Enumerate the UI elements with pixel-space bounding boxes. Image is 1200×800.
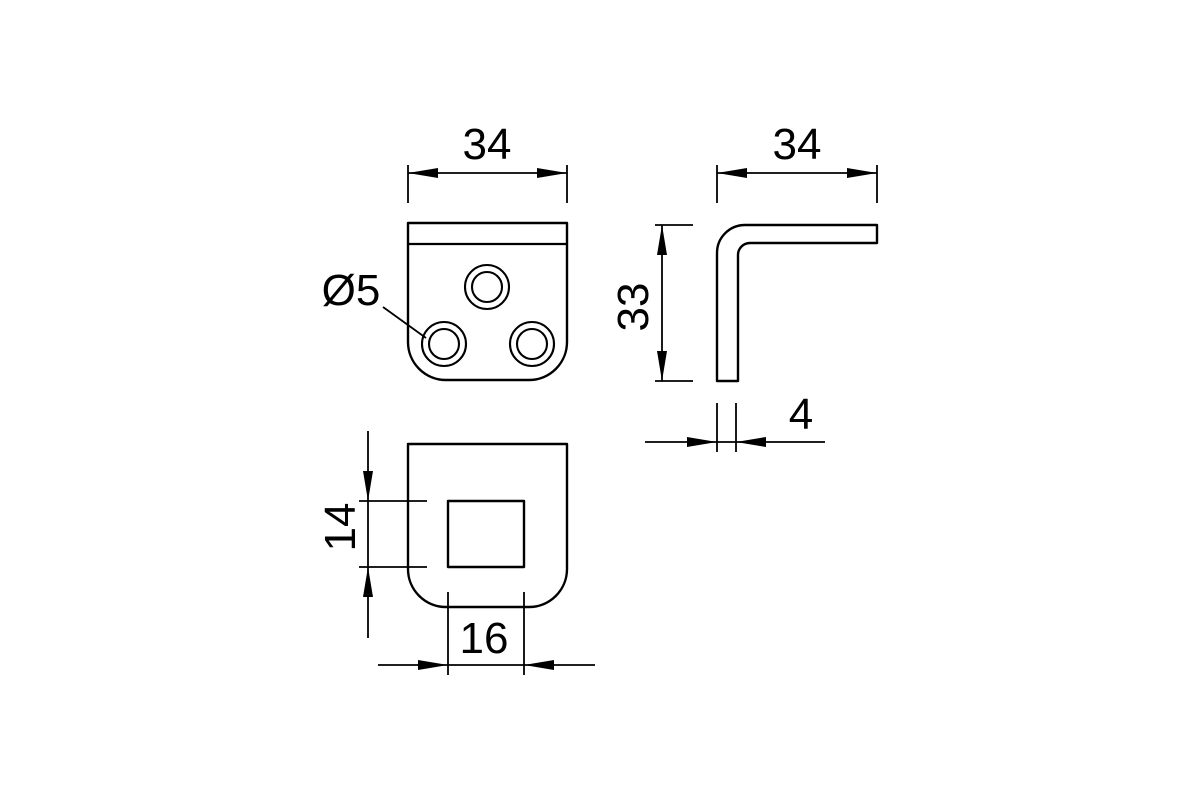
- dimension-value: 4: [789, 390, 813, 439]
- arrowhead-right: [736, 437, 766, 447]
- top-view: 34 Ø5: [322, 120, 569, 382]
- arrowhead-top: [363, 471, 373, 501]
- arrowhead-left: [717, 168, 747, 178]
- arrowhead-right: [524, 660, 554, 670]
- arrowhead-left: [418, 660, 448, 670]
- hole-inner-circle: [470, 270, 504, 304]
- hole-diameter-callout: Ø5: [322, 266, 427, 339]
- dim-side-view-thickness: 4: [645, 390, 825, 452]
- dim-top-view-width: 34: [407, 120, 568, 203]
- arrowhead-left: [408, 168, 438, 178]
- top-view-outline: [406, 221, 569, 382]
- dim-side-view-width: 34: [716, 120, 878, 203]
- side-view-outline: [715, 223, 879, 383]
- dim-side-view-height: 33: [609, 224, 693, 382]
- dim-front-view-cutout-height: 14: [316, 431, 427, 638]
- hole-outer-circle: [508, 320, 556, 368]
- front-view: 14 16: [316, 431, 595, 675]
- top-view-hole-bottom-left: [420, 320, 468, 368]
- dimension-value: 34: [463, 120, 512, 169]
- side-view: 34 33 4: [609, 120, 879, 452]
- hole-inner-circle: [515, 327, 549, 361]
- arrowhead-bottom: [363, 567, 373, 597]
- dimension-value: 16: [460, 614, 509, 663]
- arrowhead-top: [657, 225, 667, 255]
- hole-outer-circle: [420, 320, 468, 368]
- arrowhead-bottom: [657, 351, 667, 381]
- hole-outer-circle: [463, 263, 511, 311]
- front-view-outline: [406, 442, 569, 609]
- arrowhead-right: [847, 168, 877, 178]
- front-view-square-cutout: [446, 499, 526, 569]
- arrowhead-right: [537, 168, 567, 178]
- hole-inner-circle: [427, 327, 461, 361]
- dimension-value: 34: [773, 120, 822, 169]
- arrowhead-left: [687, 437, 717, 447]
- dimension-value: 14: [316, 503, 365, 552]
- dimension-value: 33: [609, 283, 658, 332]
- top-view-hole-top: [463, 263, 511, 311]
- dim-front-view-cutout-width: 16: [378, 592, 595, 675]
- hole-diameter-label: Ø5: [322, 266, 381, 315]
- top-view-hole-bottom-right: [508, 320, 556, 368]
- leader-line: [382, 306, 427, 339]
